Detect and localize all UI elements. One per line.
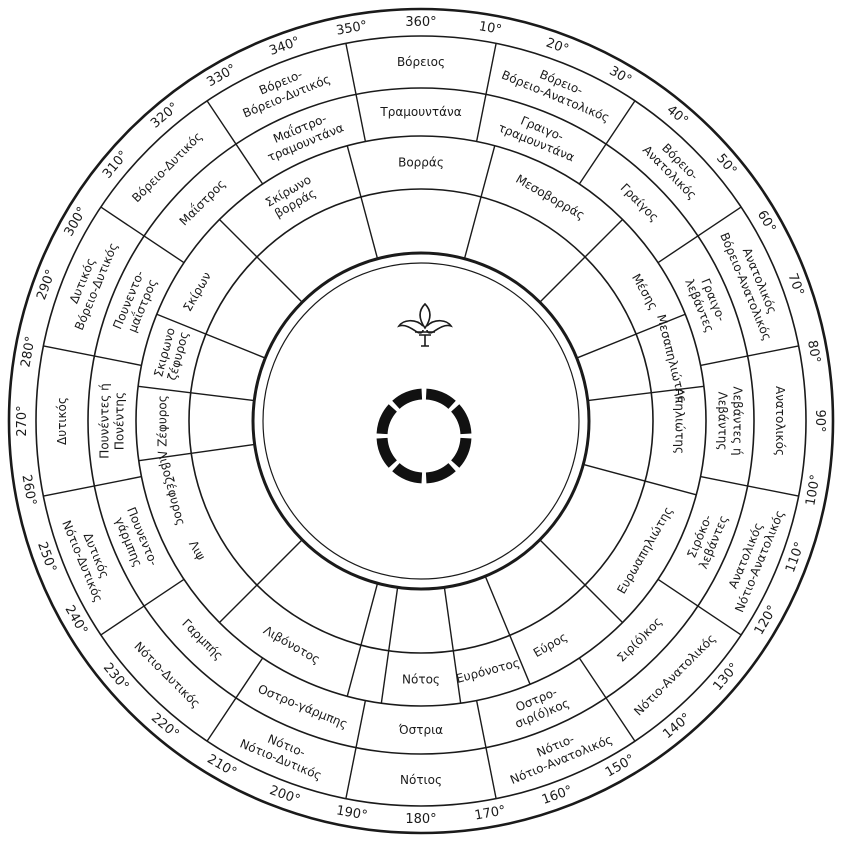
compass-ring-segment <box>396 467 422 478</box>
compass-ring-segment <box>455 408 466 434</box>
degree-label: 350° <box>335 18 368 38</box>
inner-divider <box>219 219 302 302</box>
middle-ring-name: Γραίγος <box>618 181 662 225</box>
ring-circle-0 <box>9 9 833 833</box>
ring-circle-1 <box>36 36 806 806</box>
inner-divider <box>219 540 302 623</box>
inner-ring-names: ΒορράςΜεσοβορράςΜέσηςΑπηλιώτηςΕυρωαπηλιώ… <box>151 156 689 687</box>
degree-label: 80° <box>804 339 823 364</box>
degree-label: 90° <box>812 409 827 432</box>
ring-circle-5 <box>253 253 589 589</box>
inner-ring-name: Εύρος <box>531 630 570 660</box>
inner-ring-name: Μέσης <box>629 271 661 312</box>
inner-ring-name: Νότος <box>402 673 440 687</box>
inner-divider <box>347 583 377 696</box>
degree-label: 270° <box>15 405 30 436</box>
outer-ring-name: Δυτικός <box>55 397 69 445</box>
degree-label: 360° <box>405 15 436 30</box>
degree-label: 260° <box>18 473 38 506</box>
outer-divider <box>658 579 741 635</box>
degree-label: 190° <box>335 803 368 823</box>
middle-ring-names: ΤραμουντάναΓραιγο-τραμουντάναΓραίγοςΓραι… <box>98 105 745 737</box>
compass-ring-segment <box>426 394 452 405</box>
degree-label: 310° <box>100 148 132 182</box>
rings <box>9 9 833 833</box>
inner-sector-dividers <box>138 146 704 704</box>
inner-ring-name: Λιβόνοτος <box>261 623 323 667</box>
degree-label: 230° <box>100 660 132 694</box>
outer-ring-name: Νότιος <box>400 773 442 787</box>
degree-label: 180° <box>405 812 436 827</box>
outer-ring-name: Ανατολικός <box>773 386 787 456</box>
inner-ring-name: Ευρόνοτος <box>455 656 522 686</box>
outer-divider <box>101 579 184 635</box>
degree-label: 10° <box>478 19 503 38</box>
inner-ring-name: Σκίρων <box>180 269 214 314</box>
outer-divider <box>579 658 635 741</box>
degree-label: 280° <box>18 335 38 368</box>
compass-ring-segment <box>382 438 393 464</box>
middle-ring-name: Πουνέντες ή <box>98 383 112 458</box>
inner-ring-name: Μεσοβορράς <box>513 172 587 223</box>
compass-ring-segment <box>455 438 466 464</box>
outer-ring-name: Νότιο-Δυτικός <box>131 639 203 711</box>
degree-label: 140° <box>660 710 694 742</box>
outer-ring-name: Βόρειο-Δυτικός <box>129 129 205 205</box>
compass-ring-segment <box>426 467 452 478</box>
outer-divider <box>207 658 263 741</box>
middle-ring-name: Όστρια <box>398 723 443 737</box>
inner-divider <box>347 146 377 259</box>
fleur-de-lis-icon <box>399 304 451 346</box>
inner-ring-name: Λιβοζέφυρος <box>155 449 188 527</box>
degree-label: 20° <box>544 36 571 58</box>
degree-label: 170° <box>473 803 506 823</box>
degree-label: 70° <box>784 271 806 298</box>
ring-circle-2 <box>88 88 754 754</box>
inner-divider <box>381 587 397 703</box>
degree-label: 320° <box>148 100 182 132</box>
inner-divider <box>583 464 696 494</box>
inner-divider <box>464 146 494 259</box>
middle-ring-name: Τραμουντάνα <box>379 105 461 119</box>
degree-label: 130° <box>710 660 742 694</box>
inner-ring-name: Λιψ <box>186 538 208 563</box>
degree-label: 220° <box>148 710 182 742</box>
inner-ring-name: Ευρωαπηλιώτης <box>614 504 675 596</box>
inner-ring-name: Ζέφυρος <box>156 395 170 447</box>
compass-ring-segment <box>382 408 393 434</box>
middle-ring-name: Οστρο-γάρμπης <box>256 682 350 732</box>
degree-label: 100° <box>803 473 823 506</box>
middle-ring-name: Λεβάντης <box>716 392 730 451</box>
inner-divider <box>540 540 623 623</box>
middle-ring-name: Γαρμπής <box>179 616 225 662</box>
compass-ring-segment <box>396 394 422 405</box>
middle-ring-name: Λεβάντες ή <box>731 386 745 455</box>
outer-ring-name: Βόρειος <box>397 55 445 69</box>
inner-divider <box>540 219 623 302</box>
compass-ring-icon <box>382 394 466 478</box>
inner-ring-name: Βορράς <box>398 156 444 170</box>
middle-ring-name: Πονέντης <box>113 392 127 450</box>
